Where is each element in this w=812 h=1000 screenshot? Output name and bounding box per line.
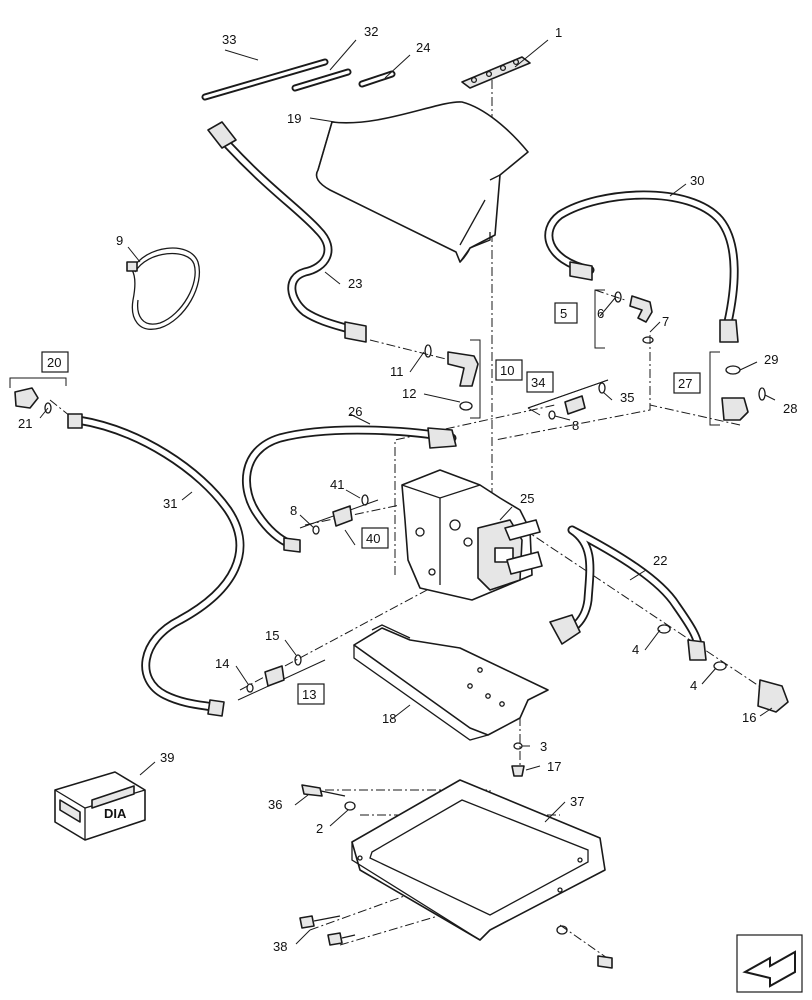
- callout-25: 25: [520, 491, 534, 506]
- callout-labels: 1 33 32 24 19 9 23 30 5 6 7 20 21 10 11 …: [18, 24, 797, 954]
- callout-33: 33: [222, 32, 236, 47]
- callout-4-upper: 4: [632, 642, 639, 657]
- callout-35: 35: [620, 390, 634, 405]
- callout-7: 7: [662, 314, 669, 329]
- callout-17: 17: [547, 759, 561, 774]
- callout-15: 15: [265, 628, 279, 643]
- fitting-group-13: [237, 654, 326, 701]
- callout-37: 37: [570, 794, 584, 809]
- clips-4: [657, 624, 727, 671]
- callout-27: 27: [678, 376, 692, 391]
- callout-41: 41: [330, 477, 344, 492]
- fitting-group-40: [299, 494, 379, 546]
- fitting-group-10: [424, 339, 481, 419]
- callout-30: 30: [690, 173, 704, 188]
- fitting-group-5: [594, 289, 654, 349]
- kit-box-text: DIA: [104, 806, 127, 821]
- callout-39: 39: [160, 750, 174, 765]
- callout-9: 9: [116, 233, 123, 248]
- callout-8-lower: 8: [290, 503, 297, 518]
- plug-16: [757, 679, 789, 713]
- hose-22: [549, 525, 707, 661]
- callout-5: 5: [560, 306, 567, 321]
- callout-32: 32: [364, 24, 378, 39]
- hose-23: [207, 121, 367, 343]
- callout-28: 28: [783, 401, 797, 416]
- callout-31: 31: [163, 496, 177, 511]
- callout-20: 20: [47, 355, 61, 370]
- leader-lines: [39, 39, 776, 945]
- rod-33: [201, 58, 329, 101]
- callout-10: 10: [500, 363, 514, 378]
- callout-34: 34: [531, 375, 545, 390]
- valve-block-25: [401, 469, 543, 601]
- callout-38: 38: [273, 939, 287, 954]
- plate-1: [461, 56, 531, 89]
- callout-40: 40: [366, 531, 380, 546]
- callout-6: 6: [597, 306, 604, 321]
- callout-18: 18: [382, 711, 396, 726]
- callout-4-lower: 4: [690, 678, 697, 693]
- callout-19: 19: [287, 111, 301, 126]
- hose-26: [242, 425, 457, 553]
- callout-1: 1: [555, 25, 562, 40]
- dia-kit-box-icon: DIA: [54, 771, 146, 841]
- callout-2: 2: [316, 821, 323, 836]
- bolt-36-washer-2: [301, 784, 356, 811]
- frame-37: [351, 779, 606, 941]
- next-page-arrow-icon[interactable]: [736, 934, 803, 993]
- bolts-38: [299, 915, 613, 969]
- fitting-group-20: [9, 377, 67, 414]
- callout-23: 23: [348, 276, 362, 291]
- callout-26: 26: [348, 404, 362, 419]
- washer-3-screw-17: [511, 742, 525, 777]
- callout-29: 29: [764, 352, 778, 367]
- callout-8-upper: 8: [572, 418, 579, 433]
- hose-30: [544, 190, 739, 343]
- callout-14: 14: [215, 656, 229, 671]
- callout-24: 24: [416, 40, 430, 55]
- fitting-group-34: [527, 379, 609, 420]
- fitting-group-27: [709, 351, 766, 426]
- callout-21: 21: [18, 416, 32, 431]
- callout-3: 3: [540, 739, 547, 754]
- callout-12: 12: [402, 386, 416, 401]
- callout-16: 16: [742, 710, 756, 725]
- callout-36: 36: [268, 797, 282, 812]
- rod-32: [291, 68, 352, 92]
- callout-11: 11: [390, 364, 404, 379]
- bracket-18: [353, 624, 549, 741]
- hose-31: [67, 413, 245, 717]
- cable-tie-9: [126, 247, 200, 330]
- callout-22: 22: [653, 553, 667, 568]
- shield-19: [315, 101, 529, 263]
- callout-boxes: [41, 302, 701, 705]
- callout-13: 13: [302, 687, 316, 702]
